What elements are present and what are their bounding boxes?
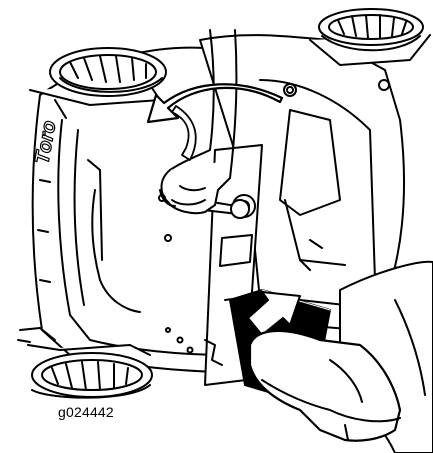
figure-id-label: g024442 <box>58 404 114 420</box>
